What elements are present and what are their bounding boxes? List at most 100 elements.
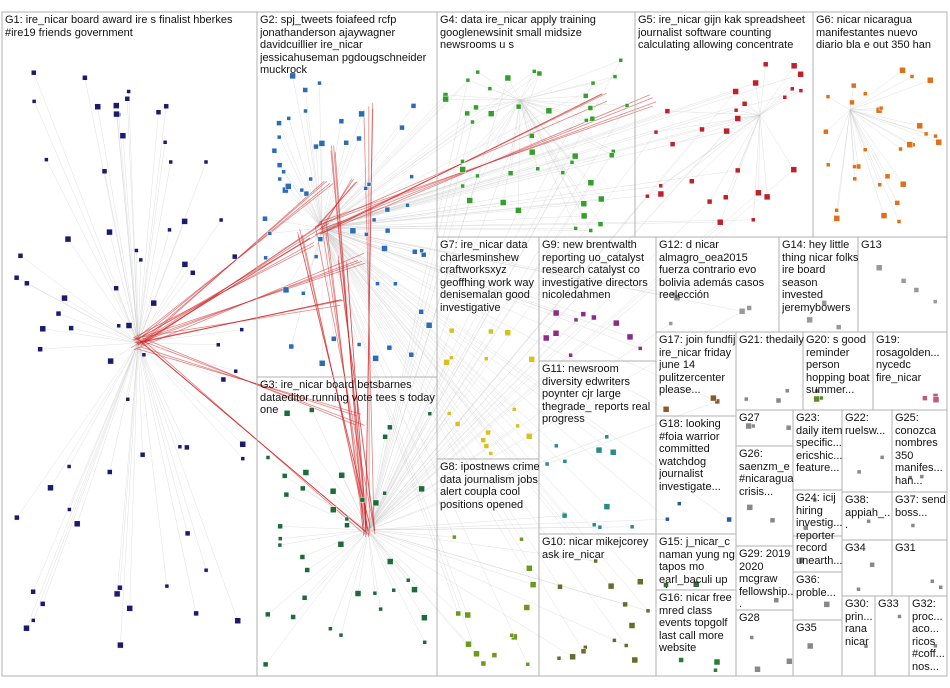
edge-230 <box>660 114 761 195</box>
node-g4-20 <box>535 166 540 172</box>
edge-79 <box>301 189 323 229</box>
edge-8 <box>42 328 139 344</box>
node-g4-41 <box>584 118 589 123</box>
node-g1-9 <box>55 310 62 317</box>
node-g4-27 <box>515 207 522 214</box>
edge-112 <box>292 75 323 229</box>
node-g6-11 <box>935 138 942 146</box>
node-g22-0 <box>856 469 862 475</box>
edge-156 <box>302 529 369 558</box>
node-g12-3 <box>668 321 673 326</box>
edge-201 <box>462 99 521 187</box>
edge-250 <box>849 79 931 111</box>
node-g5-9 <box>790 166 798 173</box>
node-g2-48 <box>375 281 380 286</box>
node-g2-45 <box>313 254 319 259</box>
edge-313 <box>321 185 661 229</box>
node-g1-68 <box>233 368 238 374</box>
edge-25 <box>137 342 238 621</box>
node-g1-38 <box>31 69 37 76</box>
node-g10-4 <box>607 582 615 590</box>
edge-168 <box>519 60 621 101</box>
edge-17 <box>137 142 166 344</box>
node-g3-26 <box>328 626 333 631</box>
edge-317 <box>367 118 738 531</box>
edge-330 <box>321 227 487 359</box>
node-g1-37 <box>203 159 209 165</box>
node-g1-30 <box>13 274 20 281</box>
node-g3-24 <box>302 469 310 476</box>
node-g1-1 <box>68 325 74 331</box>
edge-321 <box>321 91 736 229</box>
node-g4-17 <box>460 159 465 164</box>
edge-189 <box>519 99 592 183</box>
node-g17-2 <box>662 406 670 413</box>
node-g4-40 <box>608 152 615 159</box>
edge-246 <box>827 96 851 111</box>
node-g7-7 <box>488 451 494 456</box>
node-g3-12 <box>344 522 350 528</box>
node-g6-25 <box>852 176 857 182</box>
node-g6-24 <box>825 162 831 168</box>
node-g1-41 <box>124 96 131 102</box>
edge-349 <box>321 227 577 321</box>
node-g11-2 <box>544 461 550 467</box>
node-g19-0 <box>922 395 928 401</box>
edge-249 <box>849 109 939 143</box>
edge-97 <box>288 186 323 229</box>
node-g9-8 <box>626 333 634 341</box>
edge-252 <box>849 109 904 185</box>
node-g7-14 <box>504 329 511 336</box>
node-g23-0 <box>803 524 809 531</box>
edge-304 <box>367 80 469 531</box>
node-g1-36 <box>164 583 170 589</box>
edge-104 <box>321 121 342 229</box>
node-g8-13 <box>491 652 498 658</box>
edge-354 <box>367 436 607 531</box>
node-g7-13 <box>488 328 494 335</box>
node-g1-62 <box>184 530 191 537</box>
node-g4-10 <box>588 228 593 233</box>
node-g2-43 <box>425 322 433 329</box>
edge-layer <box>16 60 939 665</box>
edge-hl-453 <box>364 108 374 532</box>
edge-148 <box>265 529 369 665</box>
node-g7-12 <box>449 355 454 360</box>
node-g35-0 <box>806 642 814 650</box>
node-g16-1 <box>678 657 684 663</box>
node-g9-0 <box>580 311 587 317</box>
node-g3-36 <box>372 590 378 596</box>
node-layer <box>13 58 943 673</box>
node-g2-18 <box>308 176 313 182</box>
edge-352 <box>367 333 557 531</box>
edge-368 <box>321 227 718 402</box>
edge-52 <box>115 288 139 344</box>
edge-217 <box>759 114 768 197</box>
node-g1-63 <box>113 590 121 598</box>
node-g26-0 <box>769 517 776 524</box>
node-g6-17 <box>863 91 868 96</box>
edge-383 <box>321 227 529 665</box>
node-g11-3 <box>597 524 603 530</box>
edge-137 <box>346 524 369 531</box>
node-g11-5 <box>562 459 568 464</box>
node-g2-25 <box>384 227 391 234</box>
edge-326 <box>321 221 721 229</box>
node-g1-60 <box>113 102 120 109</box>
edge-41 <box>127 98 139 344</box>
edge-229 <box>691 114 761 182</box>
edge-69 <box>104 171 139 344</box>
node-g4-23 <box>560 170 566 175</box>
edge-203 <box>445 94 521 101</box>
node-g4-29 <box>459 166 466 173</box>
edge-hl-433 <box>346 261 367 529</box>
edge-300 <box>321 94 446 229</box>
node-g1-67 <box>134 248 139 253</box>
edge-296 <box>367 82 594 531</box>
edge-267 <box>849 109 920 127</box>
edge-375 <box>367 529 534 585</box>
edge-395 <box>321 227 584 652</box>
edge-182 <box>462 99 521 162</box>
edge-260 <box>849 109 900 222</box>
node-g4-7 <box>545 107 553 115</box>
